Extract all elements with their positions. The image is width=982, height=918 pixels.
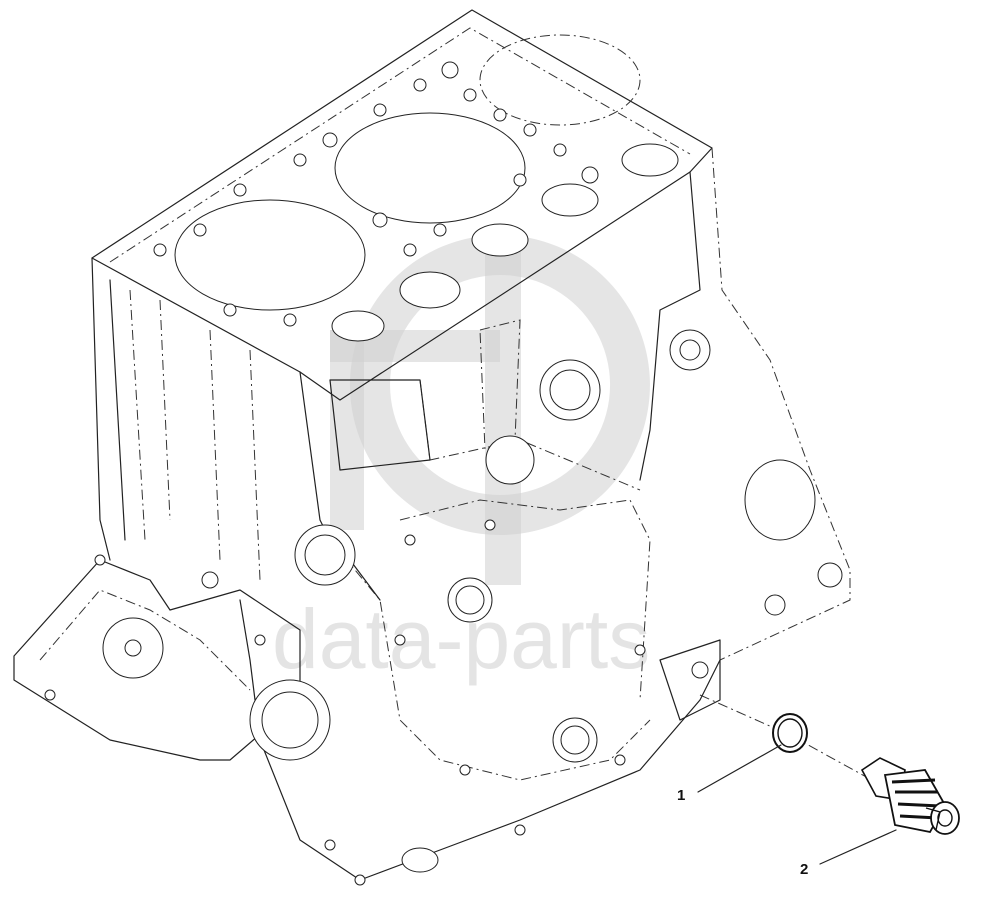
callout-label-1: 1 xyxy=(677,787,685,804)
callout-2: 2 xyxy=(800,829,897,878)
side-ports xyxy=(44,329,843,886)
cylinder-bores xyxy=(174,34,641,311)
assembly-centerline xyxy=(699,694,891,791)
deck-holes xyxy=(153,61,679,342)
watermark-logo xyxy=(330,235,650,585)
callout-label-2: 2 xyxy=(800,861,808,878)
sealing-ring-part xyxy=(772,713,808,753)
temperature-sender-part xyxy=(860,757,960,835)
callout-1: 1 xyxy=(677,744,782,804)
